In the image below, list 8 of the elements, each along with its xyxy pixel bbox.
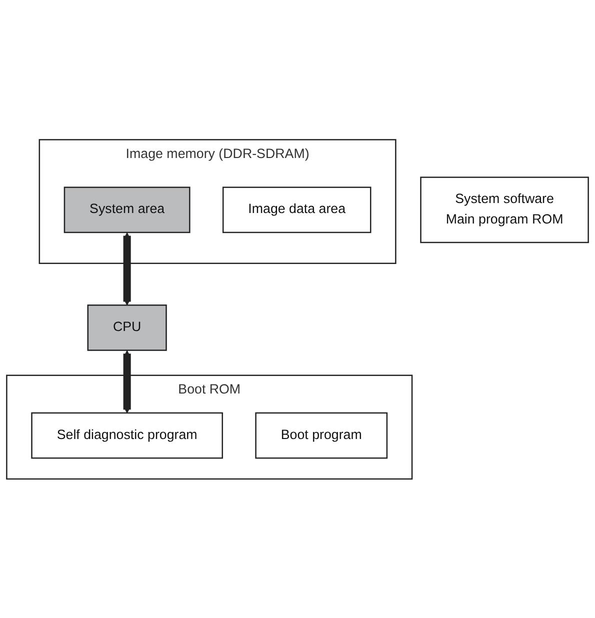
node-box: Self diagnostic program xyxy=(31,412,223,458)
node-box: CPU xyxy=(87,304,167,351)
node-box: Image data area xyxy=(222,186,372,233)
node-box: System area xyxy=(64,186,190,233)
node-box: Boot program xyxy=(255,412,388,458)
node-box: System software Main program ROM xyxy=(420,176,589,243)
arrow xyxy=(123,232,131,306)
arrow xyxy=(123,350,131,413)
